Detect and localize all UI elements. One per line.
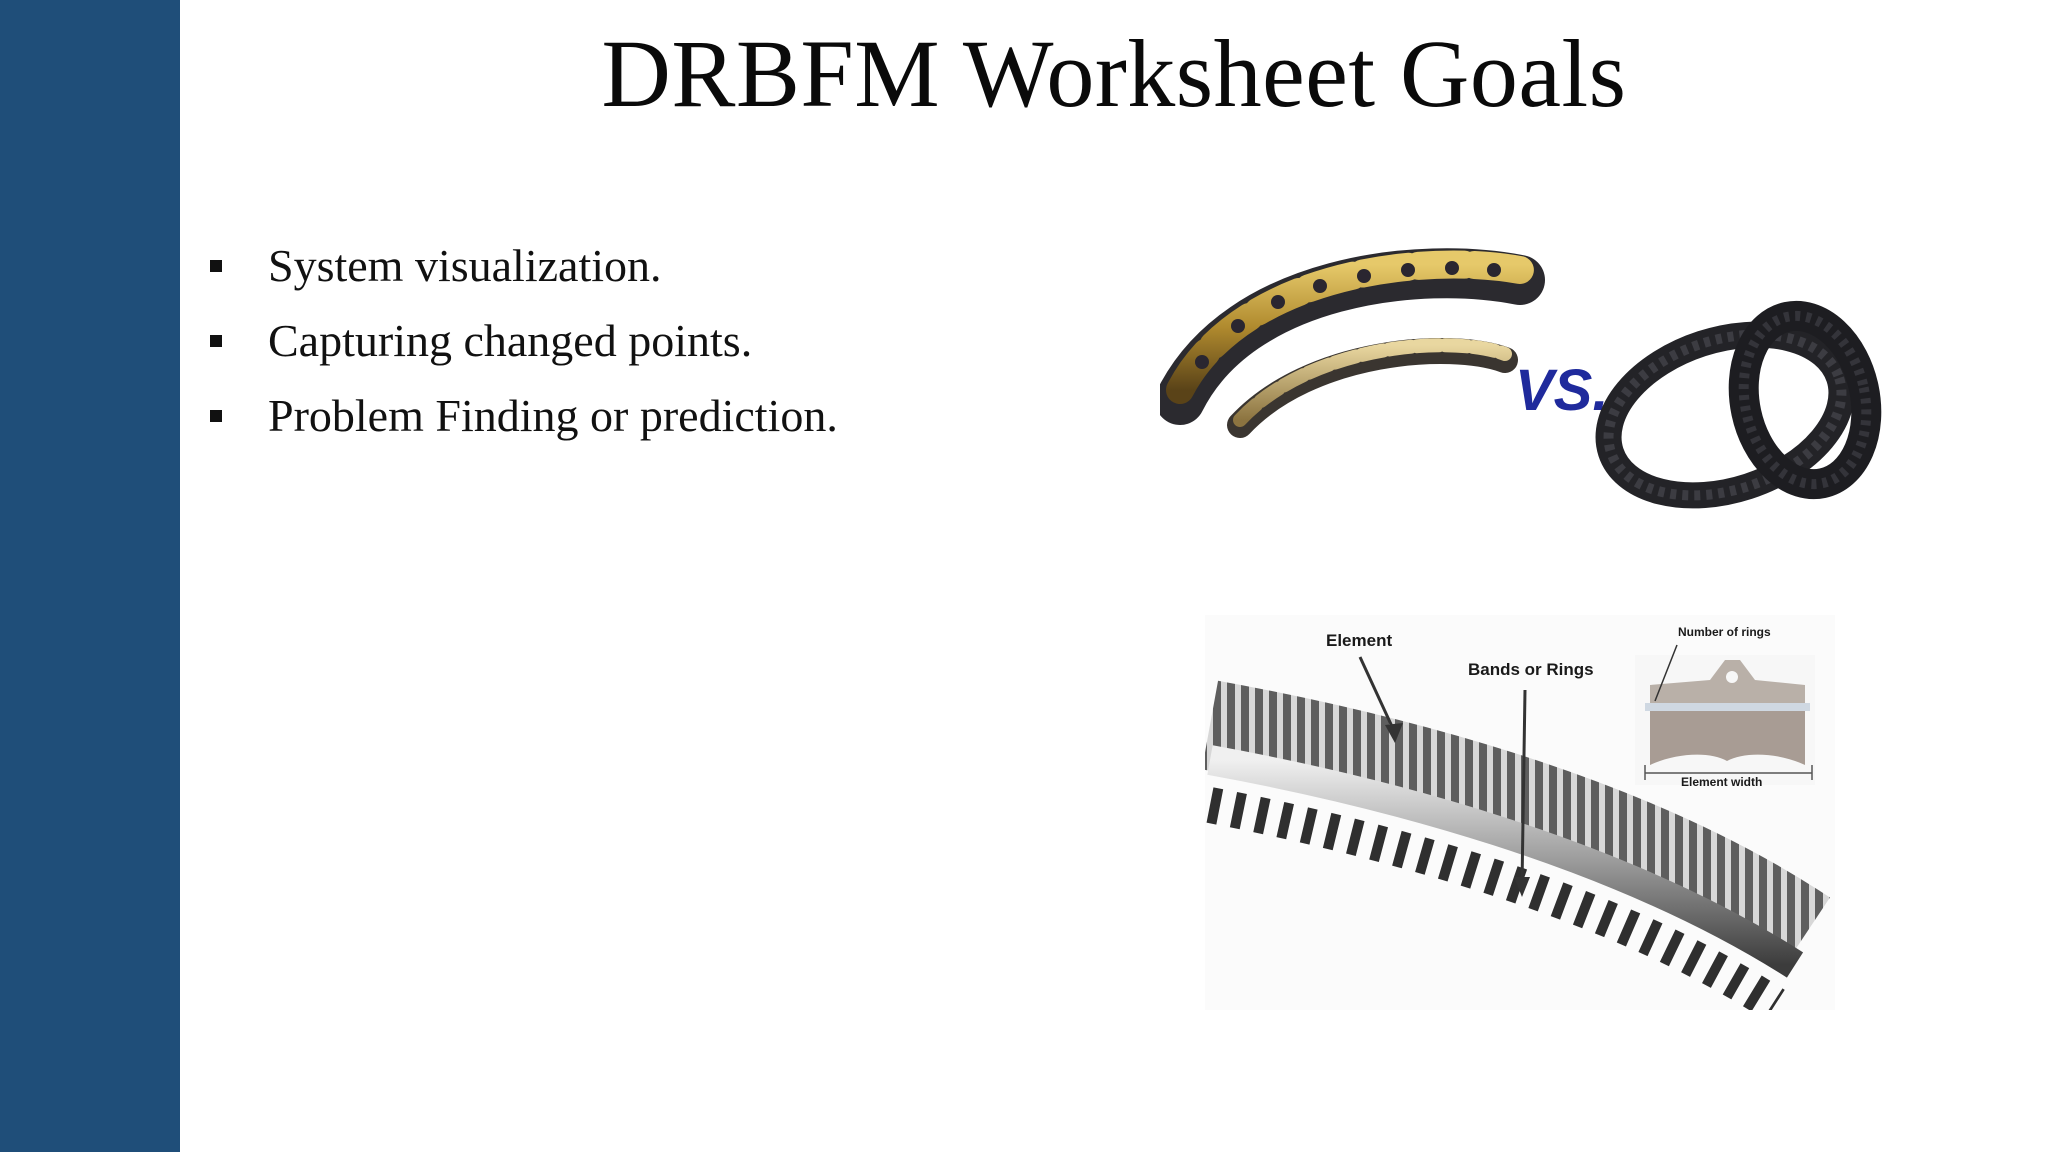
bullet-list: System visualization. Capturing changed … <box>204 228 838 453</box>
bullet-item: Capturing changed points. <box>204 303 838 378</box>
bullet-text: Capturing changed points. <box>268 315 753 366</box>
slide-title: DRBFM Worksheet Goals <box>601 20 1627 127</box>
bullet-text: System visualization. <box>268 240 662 291</box>
chain-vs-belt-image: VS. <box>1155 240 1900 530</box>
left-sidebar-band <box>0 0 180 1152</box>
bullet-text: Problem Finding or prediction. <box>268 390 838 441</box>
bullet-item: Problem Finding or prediction. <box>204 378 838 453</box>
label-element: Element <box>1326 631 1393 650</box>
vs-text: VS. <box>1515 358 1609 423</box>
square-bullet-icon <box>210 334 222 347</box>
label-number-of-rings: Number of rings <box>1678 625 1771 639</box>
label-element-width: Element width <box>1681 775 1763 789</box>
square-bullet-icon <box>210 259 222 272</box>
bullet-item: System visualization. <box>204 228 838 303</box>
cvt-push-belt-image: Element Bands or Rings Number of rings E… <box>1201 615 1835 1021</box>
label-bands-or-rings: Bands or Rings <box>1468 660 1594 679</box>
square-bullet-icon <box>210 409 222 422</box>
